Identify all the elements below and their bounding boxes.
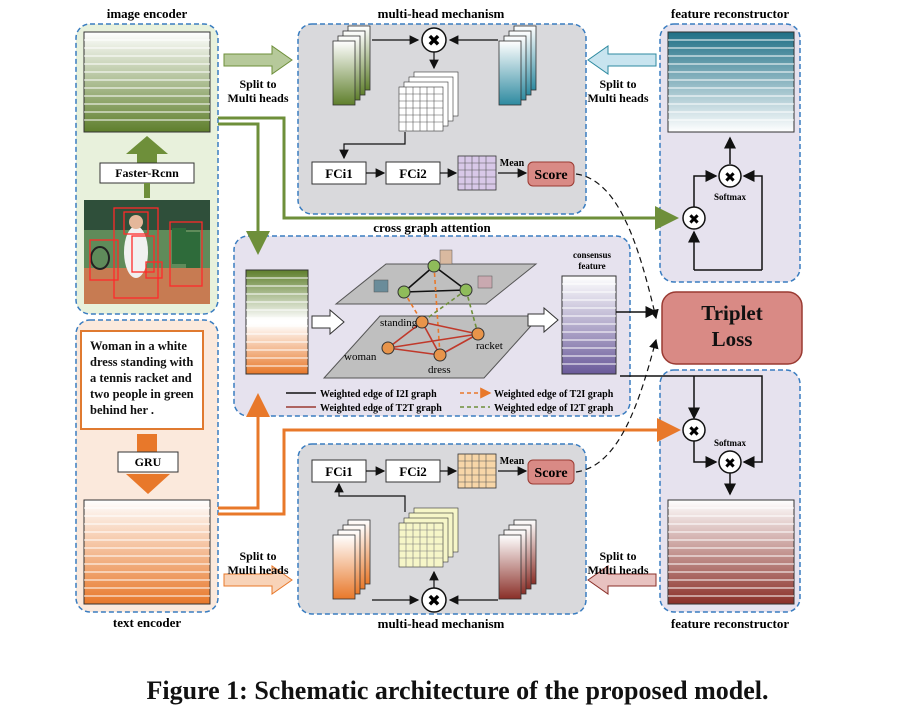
crop-photo-3 [477,275,493,289]
legend-item-3: Weighted edge of T2I graph [494,389,614,400]
text-input-box: Woman in a white dress standing with a t… [80,330,204,430]
svg-text:✖: ✖ [427,591,440,610]
down-arrow-orange-icon [137,434,157,456]
softmax-label-top: Softmax [714,192,746,202]
score-dashed-top [575,173,659,320]
score-label-bottom: Score [534,466,567,481]
split-arrow-top-left [223,45,293,75]
feature-reconstructor-top-label: feature reconstructor [671,6,790,21]
orange-connector-fr [218,418,681,516]
green-connector-fr [218,116,679,230]
softmax-label-bottom: Softmax [714,438,746,448]
gru-box [117,451,179,473]
text-feature-bars [83,499,211,605]
split-label-4: Multi heads [587,91,648,105]
head-stack-teal [498,25,537,106]
hollow-arrow-left [311,308,345,336]
consensus-label-1: consensus [573,250,612,260]
cga-input-bars [245,269,309,375]
node-dress-label: dress [428,364,451,376]
hollow-arrow-right [527,306,559,334]
gru-label: GRU [135,455,162,469]
svg-text:✖: ✖ [688,424,700,440]
svg-text:✖: ✖ [724,456,736,472]
image-graph-plane [334,263,538,305]
orange-connector-cga [218,393,270,510]
score-box-top [527,161,575,187]
score-label-top: Score [534,168,567,183]
score-box-bottom [527,459,575,485]
faster-rcnn-label: Faster-Rcnn [115,166,179,180]
reconstructed-text-bars [667,499,795,605]
split-label-2: Multi heads [227,91,288,105]
mean-label-bottom: Mean [500,456,525,467]
crop-photo-1 [439,249,453,265]
triplet-label-2: Loss [712,327,753,351]
legend-item-4: Weighted edge of I2T graph [494,403,614,414]
svg-text:✖: ✖ [688,212,700,228]
score-dashed-bottom [575,338,659,473]
score-matrix-top [457,155,497,191]
graph-nodes [381,259,485,362]
head-stack-green [332,25,371,106]
split-arrow-top-right [587,45,657,75]
multi-head-top-label: multi-head mechanism [378,6,505,21]
node-racket-label: racket [476,340,503,352]
reconstructed-image-bars [667,31,795,133]
svg-text:✖: ✖ [427,31,440,50]
split-label-3: Split to [599,77,636,91]
attention-matrix-stack [398,71,459,132]
crop-photo-2 [373,279,389,293]
node-woman-label: woman [344,351,377,363]
figure-caption: Figure 1: Schematic architecture of the … [146,676,769,705]
node-standing-label: standing [380,317,418,329]
svg-text:✖: ✖ [724,170,736,186]
fc1-label-bottom: FCi1 [325,464,352,479]
fc2-label-bottom: FCi2 [399,464,426,479]
attention-matrix-stack-bottom [398,507,459,568]
multiply-icon-fr-top-1 [718,164,742,188]
split-label-6: Multi heads [227,563,288,577]
legend: Weighted edge of I2I graph Weighted edge… [286,387,614,414]
text-encoder-label: text encoder [113,615,181,630]
mean-label-top: Mean [500,158,525,169]
multi-head-bottom-label: multi-head mechanism [378,616,505,631]
image-encoder-label: image encoder [107,6,188,21]
head-stack-orange [332,519,371,600]
split-label-1: Split to [239,77,276,91]
split-label-7: Split to [599,549,636,563]
consensus-label-2: feature [578,261,605,271]
triplet-loss-box [661,291,803,365]
legend-item-1: Weighted edge of I2I graph [320,389,437,400]
triplet-label-1: Triplet [701,301,762,325]
split-label-8: Multi heads [587,563,648,577]
fc2-label-top: FCi2 [399,166,426,181]
tennis-photo [84,200,210,304]
up-arrow-green-icon [126,136,168,163]
multiply-icon-bottom [421,587,447,613]
fc1-label-top: FCi1 [325,166,352,181]
head-stack-red [498,519,537,600]
score-matrix-bottom [457,453,497,489]
split-arrow-bottom-left [223,565,293,595]
cross-graph-attention-label: cross graph attention [373,220,491,235]
text-graph-plane [322,315,542,379]
split-label-5: Split to [239,549,276,563]
legend-item-2: Weighted edge of T2T graph [320,403,442,414]
image-feature-bars [83,31,211,133]
split-arrow-bottom-right [587,565,657,595]
green-connector-cga [218,122,270,255]
feature-reconstructor-bottom-label: feature reconstructor [671,616,790,631]
consensus-feature-bars [561,275,617,375]
